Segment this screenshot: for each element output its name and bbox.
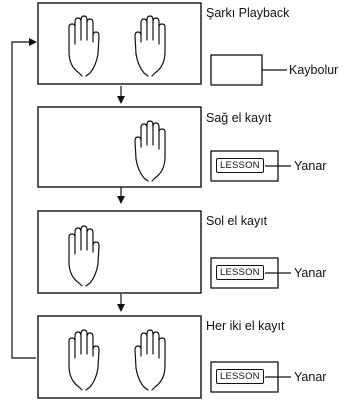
lesson-indicator: LESSON (216, 369, 264, 384)
status-label: Yanar (294, 159, 327, 173)
status-label: Yanar (294, 266, 327, 280)
step-box-3 (37, 210, 202, 294)
step-box-4 (37, 315, 202, 399)
step-box-1 (37, 2, 202, 85)
step-title: Sol el kayıt (206, 214, 268, 228)
lesson-indicator: LESSON (216, 265, 264, 280)
status-label: Kaybolur (289, 63, 339, 77)
status-label: Yanar (294, 370, 327, 384)
indicator-box-1 (210, 54, 263, 86)
step-title: Her iki el kayıt (206, 319, 285, 333)
step-title: Sağ el kayıt (206, 111, 272, 125)
step-title: Şarkı Playback (206, 6, 290, 20)
lesson-indicator: LESSON (216, 158, 264, 173)
step-box-2 (37, 106, 202, 188)
